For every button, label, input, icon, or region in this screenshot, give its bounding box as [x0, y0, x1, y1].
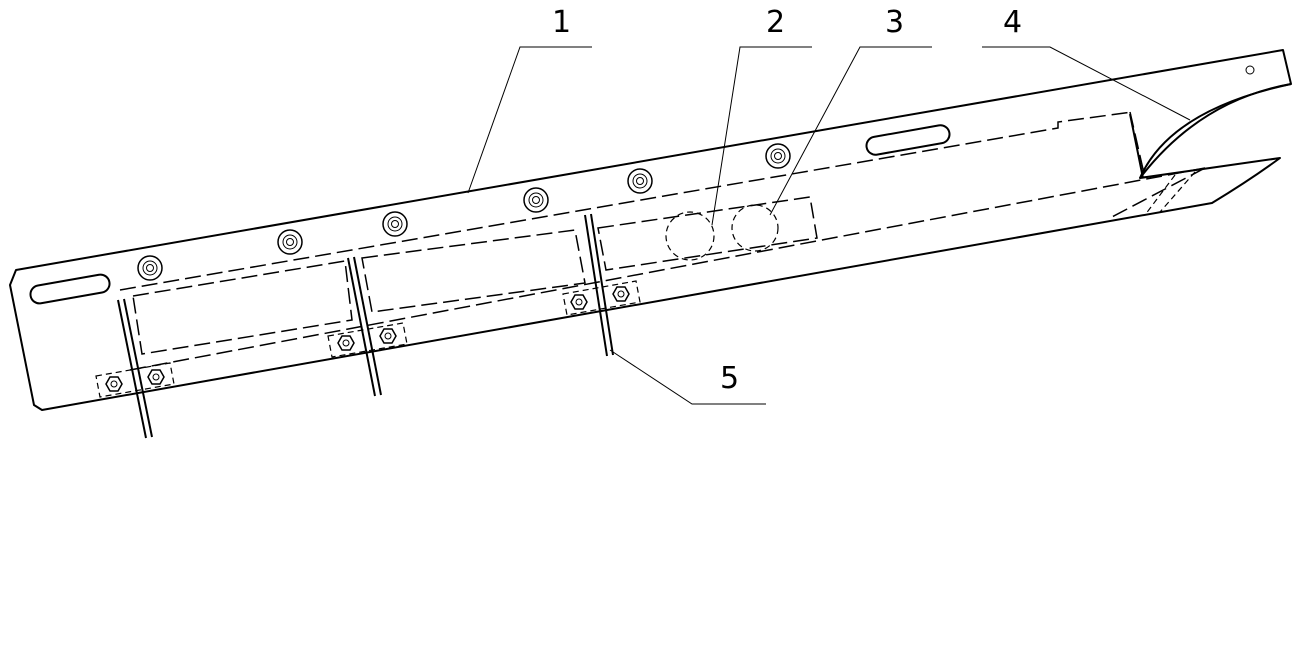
callout-4: 4 [1003, 5, 1022, 40]
component-2-circle [665, 211, 715, 261]
end-arc-upper [1139, 83, 1292, 179]
hidden-lines [119, 111, 1206, 371]
callout-5: 5 [720, 361, 739, 396]
right-slot [865, 124, 951, 156]
left-slot [29, 273, 111, 305]
support-rods [117, 213, 614, 439]
leader-lines [467, 46, 1191, 405]
component-3-circle [731, 204, 779, 252]
bracket-plates [95, 280, 641, 398]
end-hole [1245, 65, 1255, 75]
end-inner-edge [1129, 113, 1144, 179]
callout-1: 1 [552, 5, 571, 40]
bottom-nuts [105, 286, 630, 392]
callout-3: 3 [885, 5, 904, 40]
callout-2: 2 [766, 5, 785, 40]
top-nuts [137, 143, 791, 281]
